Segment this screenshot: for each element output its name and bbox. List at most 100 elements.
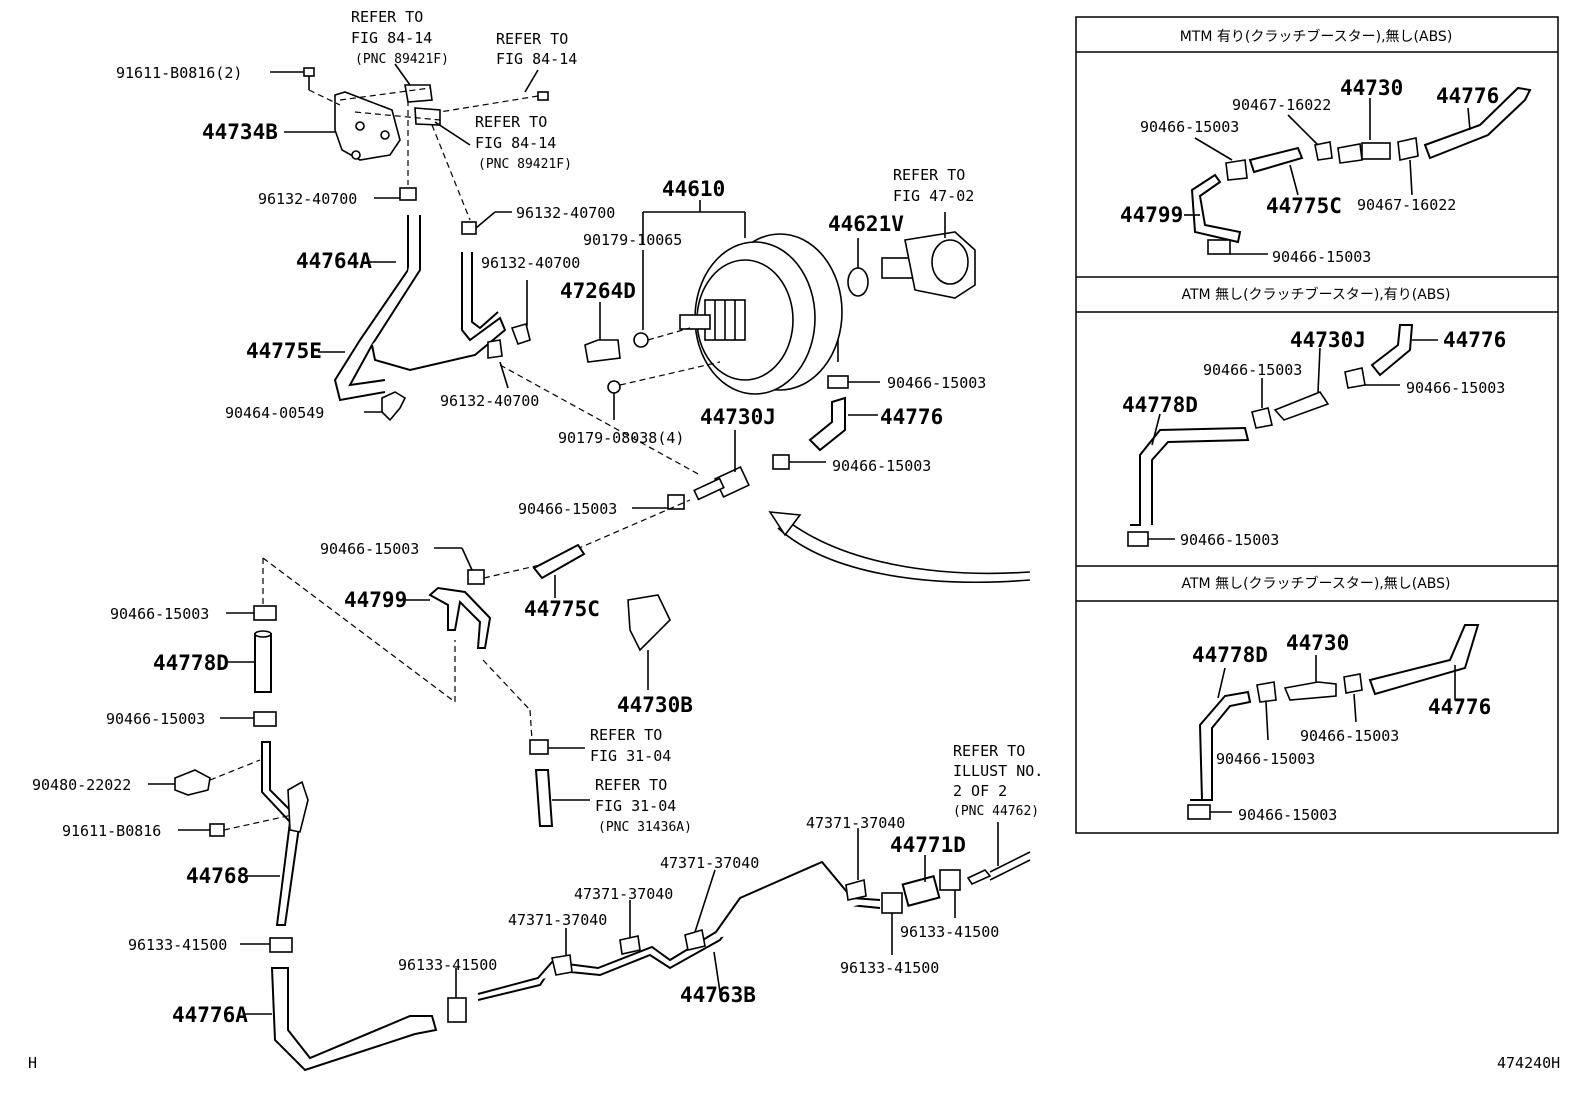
label-47371-a: 47371-37040 — [508, 911, 607, 929]
p2-label-90466-b: 90466-15003 — [1406, 379, 1505, 397]
footer-letter: H — [28, 1054, 37, 1072]
nut-90179-b — [607, 380, 621, 394]
svg-text:(PNC 31436A): (PNC 31436A) — [598, 820, 692, 835]
diagram-code: 474240H — [1497, 1054, 1560, 1072]
clip-96132-b — [461, 221, 477, 235]
label-44771D: 44771D — [890, 833, 966, 857]
p1-clamp-d — [1397, 137, 1419, 161]
label-90466-d: 90466-15003 — [320, 540, 419, 558]
clamp-96133-b — [447, 997, 467, 1023]
p3-hose-44778D — [1190, 690, 1252, 801]
p3-label-90466-b: 90466-15003 — [1216, 750, 1315, 768]
label-90466-f: 90466-15003 — [106, 710, 205, 728]
p1-label-90467-a: 90467-16022 — [1232, 96, 1331, 114]
p2-hose-44776 — [1370, 324, 1414, 377]
clip-96132-c — [510, 323, 531, 346]
p3-label-44778D: 44778D — [1192, 643, 1268, 667]
clamp-90466-e — [253, 605, 277, 621]
label-96132-a: 96132-40700 — [258, 190, 357, 208]
p2-label-90466-a: 90466-15003 — [1203, 361, 1302, 379]
svg-text:REFER TO: REFER TO — [590, 726, 662, 744]
p2-label-90466-c: 90466-15003 — [1180, 531, 1279, 549]
hose-44776 — [808, 396, 846, 452]
label-44621V: 44621V — [828, 212, 904, 236]
hose-44799 — [428, 586, 492, 649]
bolt-small — [339, 87, 549, 121]
label-44610: 44610 — [662, 177, 725, 201]
check-valve-44730J — [693, 430, 750, 501]
panel3-title: ATM 無し(クラッチブースター),無し(ABS) — [1182, 575, 1451, 592]
label-96133-c: 96133-41500 — [900, 923, 999, 941]
hose-ref-31-04 — [534, 769, 554, 827]
connector-44762 — [966, 869, 992, 886]
label-91611-b0816: 91611-B0816 — [62, 822, 161, 840]
svg-text:FIG 31-04: FIG 31-04 — [590, 747, 671, 765]
p2-label-44776: 44776 — [1443, 328, 1506, 352]
clip-96132-a — [399, 187, 417, 201]
svg-text:REFER TO: REFER TO — [496, 30, 568, 48]
p1-clamp-b — [1225, 159, 1248, 181]
p3-label-44776: 44776 — [1428, 695, 1491, 719]
hose-44778D — [254, 633, 272, 693]
label-47371-d: 47371-37040 — [806, 814, 905, 832]
label-90464: 90464-00549 — [225, 404, 324, 422]
label-44776: 44776 — [880, 405, 943, 429]
clamp-ref-31-04 — [529, 739, 549, 755]
p1-valve-44730 — [1337, 143, 1363, 164]
bracket-44734B — [334, 84, 441, 161]
label-44775C: 44775C — [524, 597, 600, 621]
svg-text:FIG 31-04: FIG 31-04 — [595, 797, 676, 815]
label-44764A: 44764A — [296, 249, 372, 273]
label-96132-b: 96132-40700 — [516, 204, 615, 222]
p3-clamp-b — [1256, 681, 1277, 703]
p3-clamp-c — [1343, 673, 1363, 694]
svg-text:FIG 84-14: FIG 84-14 — [351, 29, 432, 47]
label-90466-b: 90466-15003 — [832, 457, 931, 475]
label-44778D: 44778D — [153, 651, 229, 675]
svg-text:REFER TO: REFER TO — [351, 8, 423, 26]
label-44776A: 44776A — [172, 1003, 248, 1027]
brake-booster-44610 — [679, 233, 843, 395]
bolt-91611-b — [209, 823, 225, 837]
clamp-47371-a — [551, 954, 573, 976]
clamp-96133-a — [269, 937, 293, 953]
hose-44775C — [532, 543, 586, 580]
p1-hose-44776 — [1423, 86, 1532, 160]
label-96132-d: 96132-40700 — [440, 392, 539, 410]
p3-hose-44776 — [1368, 624, 1480, 696]
ref-2: REFER TO FIG 84-14 — [496, 30, 577, 68]
hose-44771D — [901, 875, 941, 907]
ref-5: REFER TO FIG 31-04 — [590, 726, 671, 765]
ref-6: REFER TO FIG 31-04 (PNC 31436A) — [595, 776, 692, 835]
label-47264D: 47264D — [560, 279, 636, 303]
label-44775E: 44775E — [246, 339, 322, 363]
label-90466-a: 90466-15003 — [887, 374, 986, 392]
label-96133-a: 96133-41500 — [128, 936, 227, 954]
clamp-47371-d — [845, 878, 867, 901]
label-90466-c: 90466-15003 — [518, 500, 617, 518]
p1-clamp-c — [1314, 141, 1333, 161]
p3-valve-44730 — [1283, 681, 1337, 701]
ref-3: REFER TO FIG 84-14 (PNC 89421F) — [475, 113, 572, 172]
ref-4: REFER TO FIG 47-02 — [893, 166, 974, 205]
clamp-96133-c — [881, 892, 903, 914]
clamp-47371-b — [619, 935, 641, 955]
label-90179-b: 90179-08038(4) — [558, 429, 684, 447]
p1-label-44775C: 44775C — [1266, 194, 1342, 218]
bracket-47264D — [584, 339, 621, 363]
p2-clamp-c — [1344, 367, 1366, 389]
label-44768: 44768 — [186, 864, 249, 888]
label-90480: 90480-22022 — [32, 776, 131, 794]
valve-44730B — [627, 594, 671, 652]
grommet-90480 — [174, 769, 211, 796]
p1-label-90466-b: 90466-15003 — [1272, 248, 1371, 266]
ref-7: REFER TO ILLUST NO. 2 OF 2 (PNC 44762) — [953, 742, 1043, 819]
svg-text:REFER TO: REFER TO — [953, 742, 1025, 760]
clamp-90466-c — [667, 494, 685, 510]
label-96133-b: 96133-41500 — [398, 956, 497, 974]
master-cylinder — [881, 212, 976, 299]
nut-90179-a — [633, 332, 649, 348]
p2-hose-44778D — [1130, 426, 1250, 526]
panel1-title: MTM 有り(クラッチブースター),無し(ABS) — [1180, 28, 1453, 45]
